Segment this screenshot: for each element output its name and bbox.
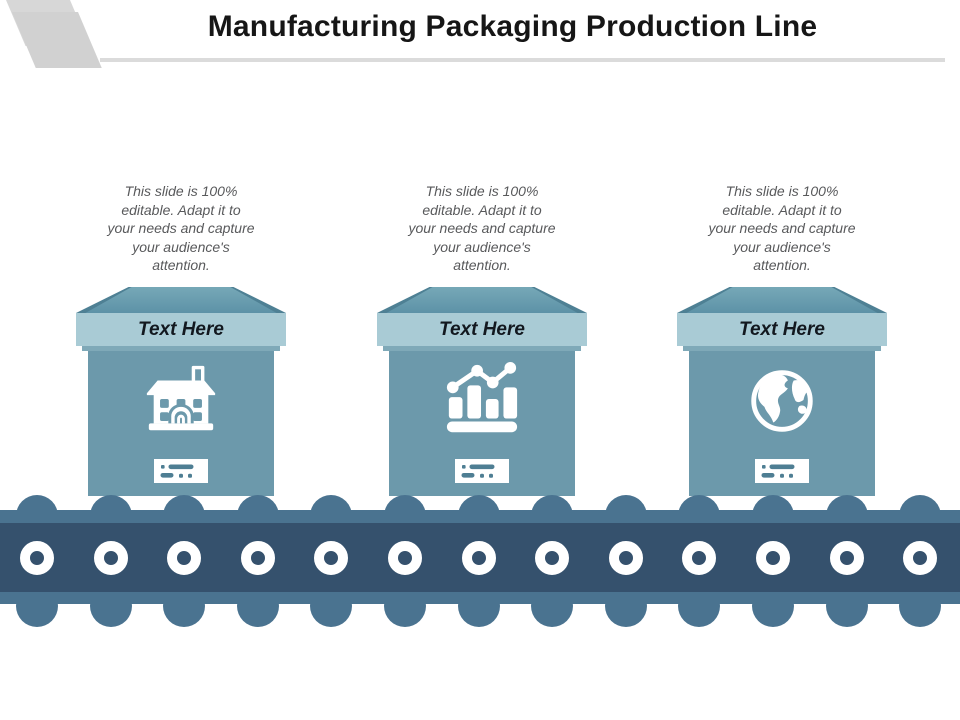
box-step bbox=[683, 346, 881, 351]
box-lid-face bbox=[386, 287, 578, 313]
belt-roller-ring bbox=[830, 541, 864, 575]
slide-title[interactable]: Manufacturing Packaging Production Line bbox=[207, 10, 818, 43]
package-column-2: This slide is 100% editable. Adapt it to… bbox=[362, 182, 602, 496]
text-here-label[interactable]: Text Here bbox=[439, 318, 525, 340]
description-text[interactable]: This slide is 100% editable. Adapt it to… bbox=[708, 183, 856, 274]
box-body bbox=[88, 351, 274, 496]
box-lid-face bbox=[85, 287, 277, 313]
box-lid-top bbox=[677, 287, 887, 313]
box-body bbox=[689, 351, 875, 496]
text-here-label[interactable]: Text Here bbox=[138, 318, 224, 340]
house-icon bbox=[146, 365, 216, 431]
belt-roller-ring bbox=[535, 541, 569, 575]
box-lid-band[interactable]: Text Here bbox=[377, 313, 587, 346]
belt-roller-ring bbox=[756, 541, 790, 575]
belt-roller-ring bbox=[388, 541, 422, 575]
box-lid-top bbox=[76, 287, 286, 313]
box-lid-face bbox=[686, 287, 878, 313]
box-lid-top bbox=[377, 287, 587, 313]
belt-roller-ring bbox=[241, 541, 275, 575]
belt-roller-ring bbox=[94, 541, 128, 575]
box-lid-band[interactable]: Text Here bbox=[76, 313, 286, 346]
belt-roller-ring bbox=[167, 541, 201, 575]
belt-roller-ring bbox=[462, 541, 496, 575]
package-column-3: This slide is 100% editable. Adapt it to… bbox=[662, 182, 902, 496]
belt-roller-ring bbox=[682, 541, 716, 575]
description-text[interactable]: This slide is 100% editable. Adapt it to… bbox=[107, 183, 255, 274]
belt-roller-ring bbox=[314, 541, 348, 575]
package-column-1: This slide is 100% editable. Adapt it to… bbox=[61, 182, 301, 496]
title-divider bbox=[100, 58, 945, 62]
box-lid-band[interactable]: Text Here bbox=[677, 313, 887, 346]
bar-chart-icon bbox=[446, 362, 518, 433]
shipping-label bbox=[455, 459, 509, 483]
shipping-label bbox=[154, 459, 208, 483]
box-body bbox=[389, 351, 575, 496]
globe-icon bbox=[751, 370, 813, 432]
text-here-label[interactable]: Text Here bbox=[739, 318, 825, 340]
belt-roller-ring bbox=[903, 541, 937, 575]
box-step bbox=[82, 346, 280, 351]
box-step bbox=[383, 346, 581, 351]
belt-roller-ring bbox=[609, 541, 643, 575]
shipping-label bbox=[755, 459, 809, 483]
description-text[interactable]: This slide is 100% editable. Adapt it to… bbox=[408, 183, 556, 274]
belt-roller-ring bbox=[20, 541, 54, 575]
